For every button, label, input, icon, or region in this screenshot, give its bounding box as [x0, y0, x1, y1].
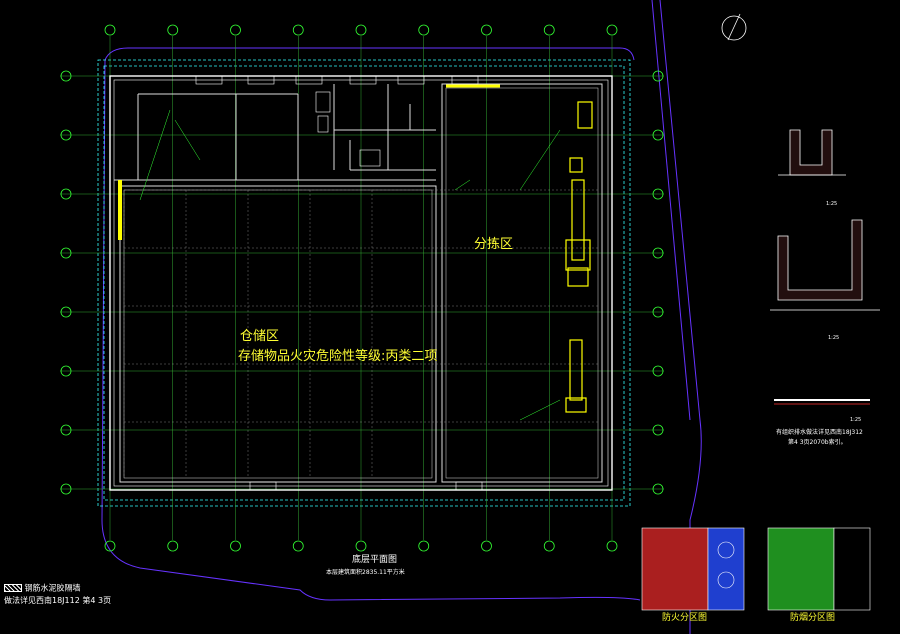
- plan-title: 底层平面图: [352, 555, 398, 565]
- axis-bubble-top: [167, 24, 179, 36]
- axis-bubbles: [60, 24, 664, 552]
- axis-bubble-bottom: [418, 540, 430, 552]
- axis-bubble-left: [60, 247, 72, 259]
- leader-lines: [139, 109, 561, 421]
- axis-bubble-bottom: [481, 540, 492, 552]
- axis-bubble-right: [652, 483, 664, 495]
- sorting-zone-label: 分拣区: [474, 237, 514, 252]
- axis-bubble-top: [418, 24, 430, 36]
- axis-bubble-top: [104, 24, 116, 36]
- axis-bubble-left: [60, 129, 72, 141]
- dimension-frame: [97, 59, 631, 507]
- wall-note-line1: 钢筋水泥胶隔墙: [4, 584, 81, 593]
- axis-bubble-right: [652, 129, 664, 141]
- axis-bubble-right: [652, 247, 664, 259]
- wall-note-line2: 做法详见西南18J112 第4 3页: [4, 596, 112, 605]
- detail3-note2: 第4 3页2070b索引。: [788, 439, 847, 446]
- smoke-zone-legend-label: 防烟分区图: [790, 613, 836, 623]
- axis-bubble-bottom: [167, 540, 179, 552]
- section-details: [721, 13, 880, 405]
- detail3-note1: 有组织排水做法详见西南18J312: [776, 429, 863, 436]
- axis-bubble-left: [60, 424, 72, 436]
- axis-bubble-top: [355, 24, 367, 36]
- axis-bubble-bottom: [606, 540, 618, 552]
- axis-bubble-top: [230, 24, 241, 36]
- site-boundary: [101, 0, 702, 634]
- axis-bubble-right: [652, 424, 664, 436]
- zone-walls: [114, 83, 603, 483]
- axis-bubble-left: [60, 188, 72, 200]
- axis-bubble-bottom: [292, 540, 304, 552]
- storage-zone-label: 仓储区: [240, 329, 280, 344]
- hatch-swatch: [4, 584, 22, 592]
- axis-bubble-top: [481, 24, 492, 36]
- detail1-scale: 1:25: [826, 201, 838, 207]
- storage-zone-note: 存储物品火灾危险性等级:丙类二项: [238, 349, 438, 364]
- axis-bubble-top: [292, 24, 304, 36]
- axis-bubble-right: [652, 306, 664, 318]
- axis-bubble-bottom: [104, 540, 116, 552]
- axis-grid: [60, 36, 664, 540]
- axis-bubble-right: [652, 70, 664, 82]
- axis-bubble-right: [652, 188, 664, 200]
- wall-note-text: 钢筋水泥胶隔墙: [24, 583, 81, 593]
- axis-bubble-top: [543, 24, 555, 36]
- openings: [195, 75, 483, 491]
- column-grid: [123, 189, 598, 478]
- axis-bubble-left: [60, 70, 72, 82]
- axis-bubble-bottom: [355, 540, 367, 552]
- axis-bubble-right: [652, 365, 664, 377]
- axis-bubble-bottom: [543, 540, 555, 552]
- axis-bubble-left: [60, 483, 72, 495]
- detail3-scale: 1:25: [850, 417, 862, 423]
- detail2-scale: 1:25: [828, 335, 840, 341]
- axis-bubble-left: [60, 365, 72, 377]
- axis-bubble-top: [606, 24, 618, 36]
- plan-subtitle: 本层建筑面积2835.11平方米: [326, 569, 405, 576]
- axis-bubble-bottom: [230, 540, 241, 552]
- conveyor-equipment: [118, 84, 593, 413]
- fire-zone-legend-label: 防火分区图: [662, 613, 708, 623]
- fire-zone-legend: [641, 527, 871, 611]
- axis-bubble-left: [60, 306, 72, 318]
